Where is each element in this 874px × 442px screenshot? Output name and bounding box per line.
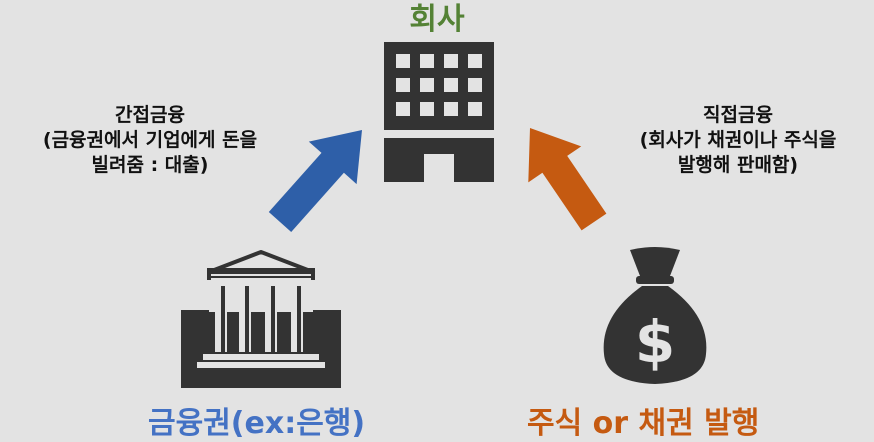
dollar-sign-icon: $ (635, 308, 675, 376)
bank-icon (181, 250, 341, 388)
direct-finance-heading: 직접금융 (703, 104, 773, 126)
indirect-finance-desc-line1: (금융권에서 기업에게 돈을 (42, 129, 258, 151)
direct-finance-note: 직접금융 (회사가 채권이나 주식을 발행해 판매함) (602, 103, 874, 178)
direct-finance-desc-line2: 발행해 판매함) (677, 154, 799, 176)
company-title: 회사 (409, 2, 465, 37)
left-arrow-shape (268, 130, 362, 232)
direct-finance-desc-line1: (회사가 채권이나 주식을 (639, 129, 837, 151)
right-arrow-shape (528, 128, 607, 231)
indirect-finance-note: 간접금융 (금융권에서 기업에게 돈을 빌려줌 : 대출) (0, 103, 300, 178)
money-bag-icon: $ (603, 247, 707, 384)
building-icon (384, 42, 494, 182)
stock-bond-issuance-label: 주식 or 채권 발행 (527, 406, 760, 441)
indirect-finance-heading: 간접금융 (115, 104, 185, 126)
financial-institution-label: 금융권(ex:은행) (148, 406, 366, 441)
indirect-finance-desc-line2: 빌려줌 : 대출) (91, 154, 209, 176)
